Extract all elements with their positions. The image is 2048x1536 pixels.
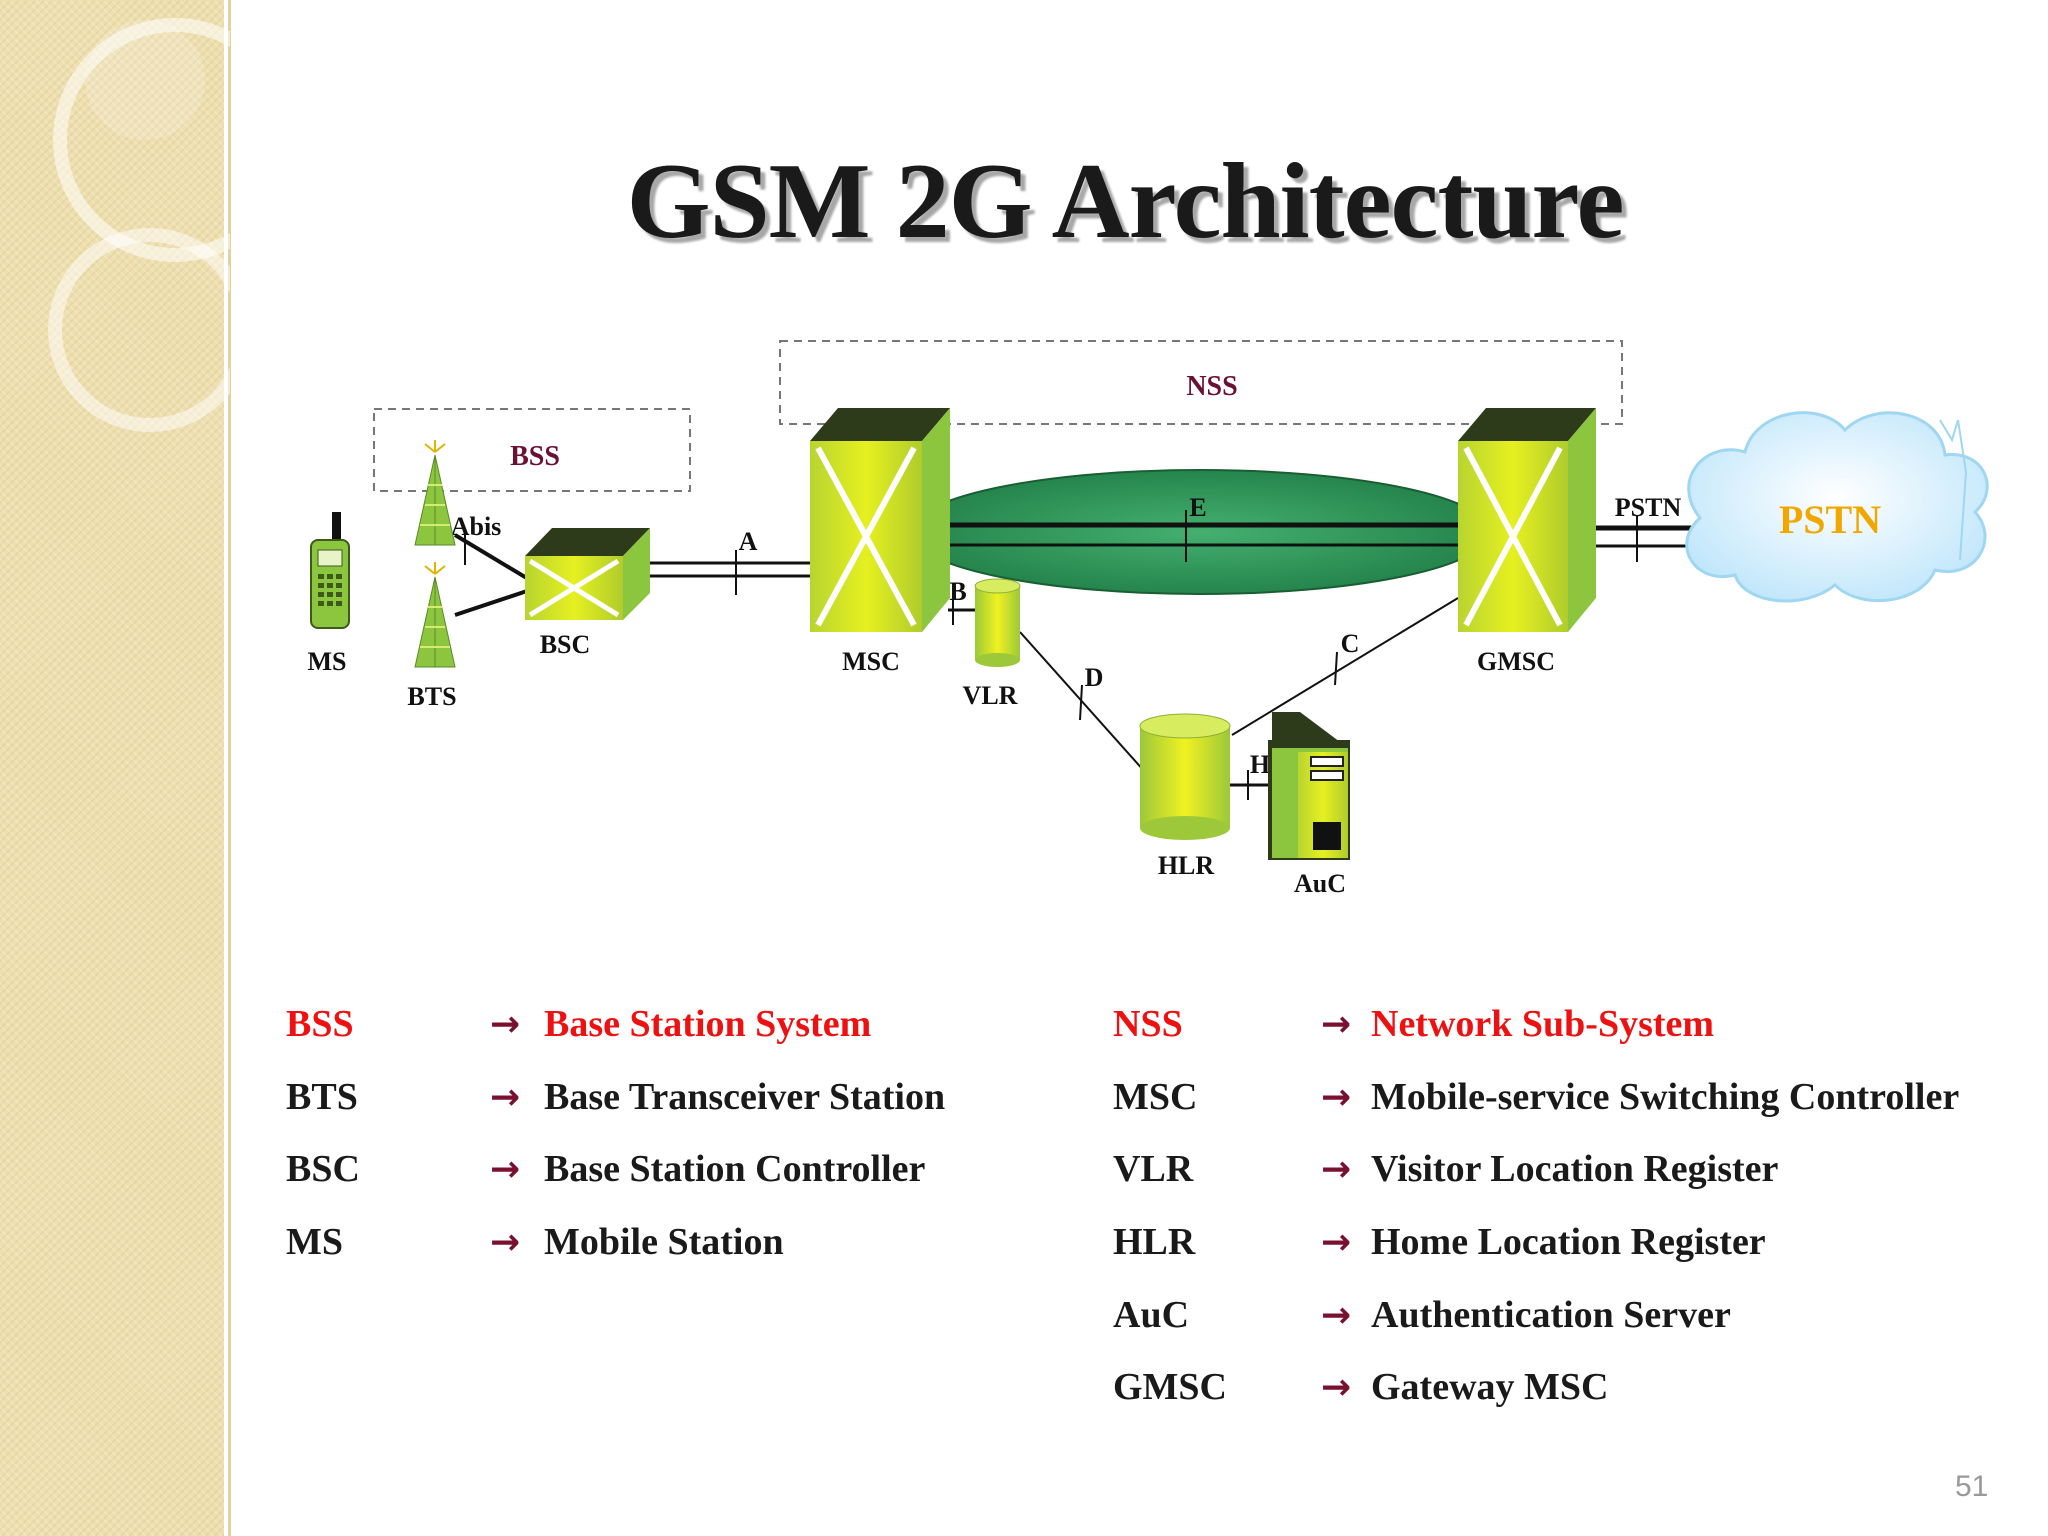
- legend-abbr: BSC: [286, 1148, 360, 1190]
- gsm-architecture-diagram: BSS NSS E Abis A B D C H PSTN MS: [308, 340, 1989, 898]
- bts-tower-icon: [414, 440, 456, 668]
- c-interface-tick: [1334, 651, 1338, 686]
- gmsc-switch-icon: [1458, 408, 1596, 632]
- legend-desc: Base Station System: [544, 1003, 872, 1045]
- legend-row-msc: MSC → Mobile-service Switching Controlle…: [1113, 1075, 2013, 1135]
- msc-label: MSC: [842, 647, 900, 676]
- vlr-database-icon: [974, 578, 1021, 667]
- d-interface-label: D: [1085, 663, 1104, 692]
- abis-interface-label: Abis: [451, 512, 502, 541]
- c-link: [1231, 597, 1459, 736]
- arrow-right-icon: →: [490, 1222, 521, 1263]
- pstn-interface-label: PSTN: [1615, 493, 1682, 522]
- decorative-rings: [48, 18, 230, 432]
- legend-abbr: VLR: [1113, 1148, 1194, 1190]
- legend-desc: Home Location Register: [1371, 1221, 1766, 1263]
- abis-link-upper: [453, 533, 532, 582]
- arrow-right-icon: →: [1321, 1222, 1352, 1263]
- legend-abbr: GMSC: [1113, 1366, 1227, 1408]
- legend-row-ms: MS → Mobile Station: [286, 1220, 1086, 1280]
- legend-abbr: MSC: [1113, 1076, 1198, 1118]
- legend-desc: Network Sub-System: [1371, 1003, 1715, 1045]
- arrow-right-icon: →: [1321, 1295, 1352, 1336]
- arrow-right-icon: →: [1321, 1004, 1352, 1045]
- legend-desc: Authentication Server: [1371, 1294, 1731, 1336]
- nss-group-box: [779, 340, 1623, 425]
- legend-abbr: BTS: [286, 1076, 358, 1118]
- legend-desc: Base Transceiver Station: [544, 1076, 946, 1118]
- arrow-right-icon: →: [490, 1004, 521, 1045]
- legend-row-bts: BTS → Base Transceiver Station: [286, 1075, 1086, 1135]
- bts-label: BTS: [407, 682, 456, 711]
- arrow-right-icon: →: [490, 1077, 521, 1118]
- legend-row-bss: BSS → Base Station System: [286, 1002, 1086, 1062]
- msc-switch-icon: [810, 408, 950, 632]
- legend-desc: Base Station Controller: [544, 1148, 926, 1190]
- hlr-label: HLR: [1158, 851, 1215, 880]
- e-trunk-ellipse: [909, 469, 1491, 595]
- legend-abbr: BSS: [286, 1003, 354, 1045]
- page-number: 51: [1955, 1470, 1989, 1503]
- legend-desc: Visitor Location Register: [1371, 1148, 1779, 1190]
- ms-label: MS: [308, 647, 347, 676]
- legend-abbr: HLR: [1113, 1221, 1196, 1263]
- legend-abbr: AuC: [1113, 1294, 1190, 1336]
- pstn-cloud-label: PSTN: [1779, 497, 1881, 542]
- legend-row-vlr: VLR → Visitor Location Register: [1113, 1147, 2013, 1207]
- c-interface-label: C: [1341, 629, 1360, 658]
- legend-desc: Mobile Station: [544, 1221, 784, 1263]
- b-interface-label: B: [949, 577, 966, 606]
- gmsc-label: GMSC: [1477, 647, 1555, 676]
- legend-row-gmsc: GMSC → Gateway MSC: [1113, 1365, 2013, 1425]
- bsc-label: BSC: [540, 630, 591, 659]
- slide-title: GSM 2G Architecture: [626, 142, 1625, 261]
- e-interface-label: E: [1189, 493, 1206, 522]
- pstn-cloud-icon: [1685, 411, 1989, 603]
- bss-group-label: BSS: [510, 441, 560, 472]
- legend-row-bsc: BSC → Base Station Controller: [286, 1147, 1086, 1207]
- abis-link-lower: [454, 588, 531, 617]
- legend-row-nss: NSS → Network Sub-System: [1113, 1002, 2013, 1062]
- ms-phone-icon: [310, 512, 350, 629]
- nss-group-label: NSS: [1186, 371, 1237, 402]
- arrow-right-icon: →: [1321, 1077, 1352, 1118]
- legend-row-hlr: HLR → Home Location Register: [1113, 1220, 2013, 1280]
- bss-group-box: [373, 408, 691, 492]
- arrow-right-icon: →: [1321, 1367, 1352, 1408]
- d-link: [1019, 631, 1146, 773]
- legend-desc: Gateway MSC: [1371, 1366, 1609, 1408]
- legend-abbr: MS: [286, 1221, 343, 1263]
- sidebar-decoration: [0, 0, 230, 1536]
- legend-row-auc: AuC → Authentication Server: [1113, 1293, 2013, 1353]
- h-interface-label: H: [1250, 750, 1270, 779]
- vlr-label: VLR: [963, 681, 1018, 710]
- legend-abbr: NSS: [1113, 1003, 1183, 1045]
- d-interface-tick: [1079, 684, 1083, 721]
- hlr-database-icon: [1139, 713, 1231, 840]
- auc-server-icon: [1268, 712, 1350, 860]
- a-interface-label: A: [739, 527, 758, 556]
- arrow-right-icon: →: [1321, 1149, 1352, 1190]
- bsc-switch-icon: [525, 528, 650, 620]
- arrow-right-icon: →: [490, 1149, 521, 1190]
- legend-desc: Mobile-service Switching Controller: [1371, 1076, 1960, 1118]
- auc-label: AuC: [1294, 869, 1346, 898]
